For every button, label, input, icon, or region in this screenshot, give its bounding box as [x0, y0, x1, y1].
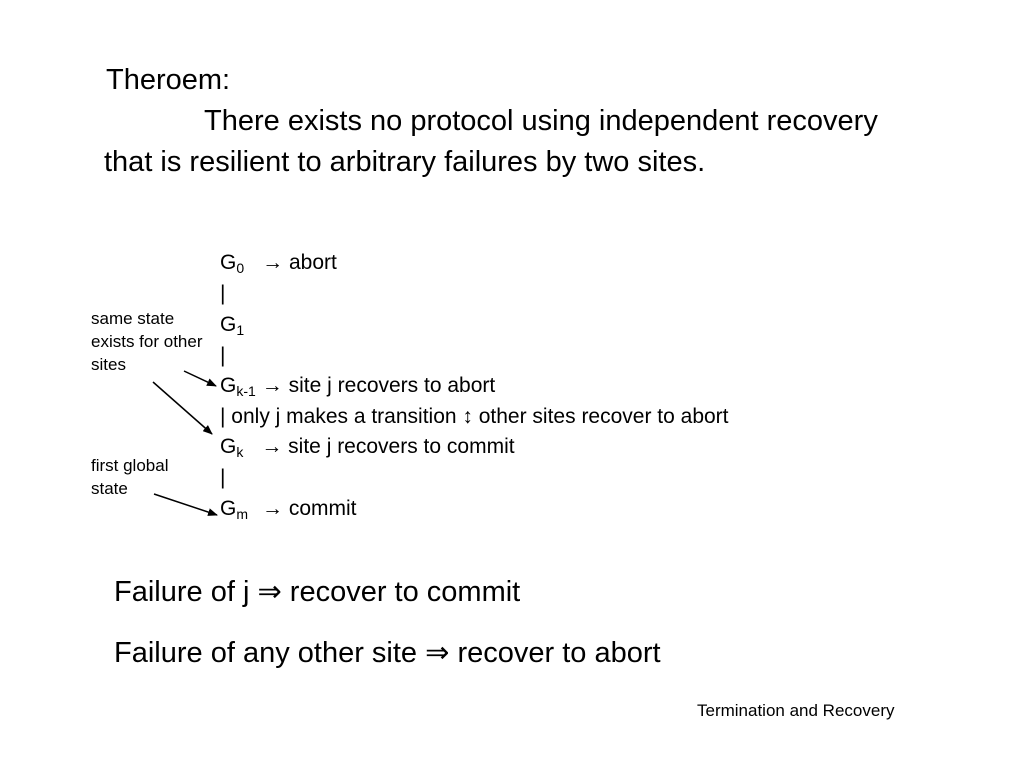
theorem-title: Theroem:	[106, 64, 231, 96]
state-subscript: k	[236, 444, 244, 460]
state-transition: |	[220, 466, 226, 489]
state-row-gm: Gm → commit	[220, 496, 357, 522]
state-subscript: m	[236, 506, 249, 522]
annotation-first-global-state: first global state	[91, 456, 169, 498]
slide-footer: Termination and Recovery	[697, 701, 895, 720]
arrow-to-gk	[152, 381, 213, 435]
state-symbol: G	[220, 251, 237, 274]
arrow-to-gm	[153, 493, 218, 516]
state-row-transition: | only j makes a transition ↕ other site…	[220, 404, 729, 430]
state-transition: → site j recovers to commit	[261, 435, 515, 458]
annotation-same-state: same state exists for other sites	[91, 309, 203, 374]
state-row-gk-1: Gk-1 → site j recovers to abort	[220, 373, 495, 399]
state-symbol: G	[220, 435, 237, 458]
state-subscript: 0	[236, 260, 245, 276]
state-transition: → abort	[262, 251, 337, 274]
state-subscript: 1	[236, 322, 245, 338]
state-transition: → commit	[262, 497, 357, 520]
theorem-statement-text: There exists no protocol using independe…	[104, 105, 878, 178]
state-symbol: G	[220, 374, 237, 397]
state-subscript: k-1	[236, 383, 256, 399]
conclusion-failure-other-site: Failure of any other site ⇒ recover to a…	[114, 637, 661, 669]
state-row-g1: G1	[220, 312, 244, 338]
state-row-g0: G0 → abort	[220, 250, 337, 276]
state-row-gk: Gk → site j recovers to commit	[220, 434, 515, 460]
theorem-statement: There exists no protocol using independe…	[104, 101, 884, 183]
arrow-to-gk-1	[183, 370, 217, 387]
state-symbol: G	[220, 313, 237, 336]
state-symbol: G	[220, 497, 237, 520]
state-row-bar-3: |	[220, 465, 225, 491]
state-transition: |	[220, 344, 226, 367]
state-transition: | only j makes a transition ↕ other site…	[220, 405, 729, 428]
state-row-bar-2: |	[220, 343, 225, 369]
conclusion-failure-of-j: Failure of j ⇒ recover to commit	[114, 576, 521, 608]
state-transition: → site j recovers to abort	[261, 374, 496, 397]
state-row-bar-1: |	[220, 281, 225, 307]
state-transition: |	[220, 282, 226, 305]
